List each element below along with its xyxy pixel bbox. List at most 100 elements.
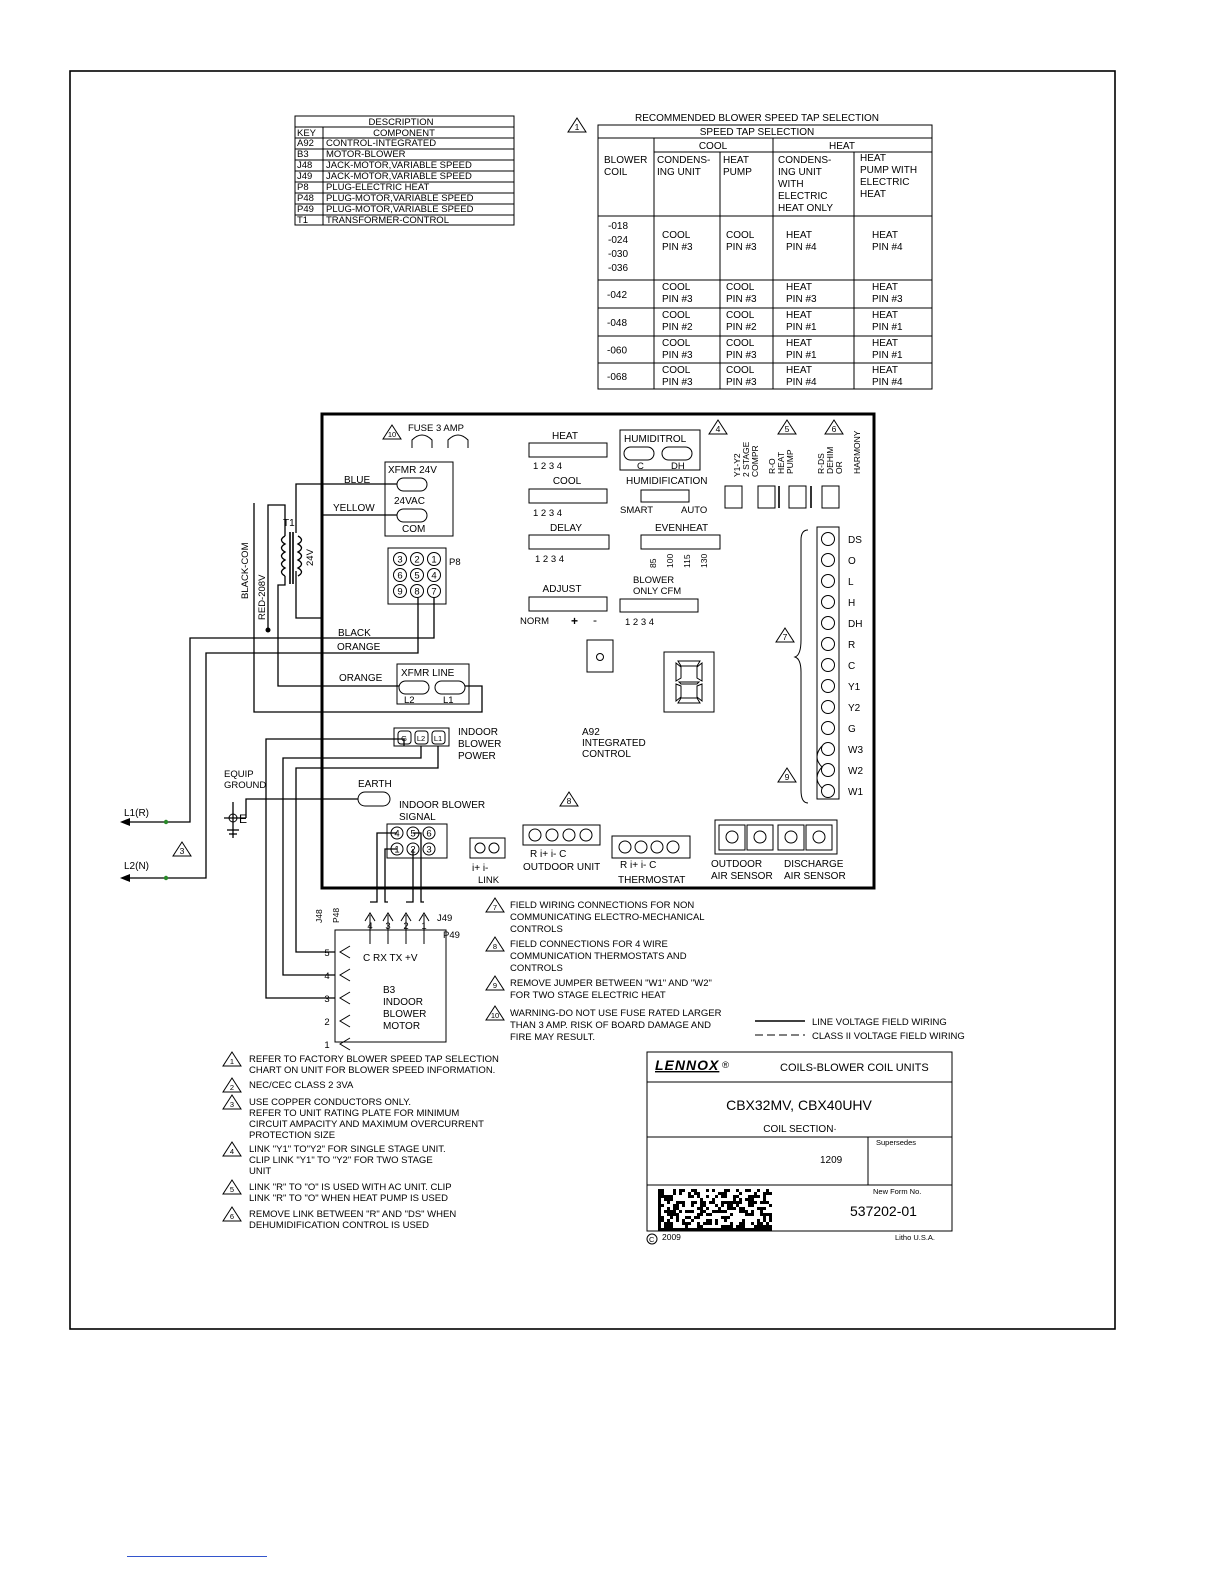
speed-col-header: HEAT bbox=[723, 155, 749, 166]
barcode-cell bbox=[715, 1228, 718, 1231]
p8-pin-number: 4 bbox=[431, 571, 436, 582]
barcode-cell bbox=[664, 1225, 667, 1228]
indoor-power-label-3: POWER bbox=[458, 751, 496, 762]
note-marker-icon bbox=[485, 1005, 505, 1021]
p8-pin bbox=[427, 552, 441, 566]
terminal-screw bbox=[821, 574, 835, 588]
barcode-cell bbox=[706, 1213, 709, 1216]
barcode-cell bbox=[751, 1204, 754, 1207]
speed-cell-line1: HEAT bbox=[786, 338, 812, 349]
barcode-cell bbox=[718, 1192, 721, 1195]
fuse-label: FUSE 3 AMP bbox=[408, 423, 464, 434]
barcode-cell bbox=[700, 1204, 703, 1207]
page-border bbox=[69, 70, 1116, 1330]
barcode-cell bbox=[769, 1204, 772, 1207]
barcode-cell bbox=[766, 1228, 769, 1231]
barcode-cell bbox=[661, 1219, 664, 1222]
barcode-cell bbox=[697, 1213, 700, 1216]
barcode-cell bbox=[700, 1213, 703, 1216]
barcode-cell bbox=[721, 1228, 724, 1231]
note-marker-icon bbox=[485, 897, 505, 913]
barcode-cell bbox=[724, 1216, 727, 1219]
motor-pin-arrow-icon bbox=[364, 912, 376, 922]
copyright-c: C bbox=[649, 1235, 655, 1244]
signal-label-2: SIGNAL bbox=[399, 812, 436, 823]
l2-label: L2(N) bbox=[124, 861, 149, 872]
speed-cell-line2: PIN #1 bbox=[872, 322, 903, 333]
evenheat-selector: EVENHEAT 85 100 115 130 bbox=[640, 523, 721, 568]
adjust-label: ADJUST bbox=[543, 584, 582, 595]
v24-label: 24V bbox=[305, 548, 316, 566]
fuse-marker: 10 bbox=[388, 430, 396, 439]
speed-row-coil: -036 bbox=[608, 263, 628, 274]
barcode-cell bbox=[667, 1213, 670, 1216]
speed-cell-line1: COOL bbox=[726, 230, 755, 241]
barcode-cell bbox=[700, 1198, 703, 1201]
speed-cell-line1: COOL bbox=[662, 365, 691, 376]
motor-label-3: BLOWER bbox=[383, 1009, 426, 1020]
j49-label: J49 bbox=[437, 913, 452, 924]
barcode-cell bbox=[739, 1192, 742, 1195]
barcode-cell bbox=[769, 1216, 772, 1219]
barcode-cell bbox=[673, 1192, 676, 1195]
barcode-cell bbox=[751, 1201, 754, 1204]
supersedes-date: 1209 bbox=[820, 1155, 843, 1166]
barcode-cell bbox=[679, 1189, 682, 1192]
barcode-cell bbox=[709, 1213, 712, 1216]
barcode-cell bbox=[697, 1207, 700, 1210]
barcode-cell bbox=[664, 1222, 667, 1225]
note-text: REMOVE JUMPER BETWEEN "W1" AND "W2" bbox=[510, 978, 712, 989]
barcode-cell bbox=[691, 1204, 694, 1207]
barcode-cell bbox=[754, 1225, 757, 1228]
warning-marker-icon bbox=[382, 424, 402, 440]
terminal-label: G bbox=[848, 724, 856, 735]
barcode-cell bbox=[742, 1210, 745, 1213]
component-description: PLUG-ELECTRIC HEAT bbox=[326, 182, 429, 193]
barcode-cell bbox=[751, 1198, 754, 1201]
barcode-cell bbox=[673, 1210, 676, 1213]
barcode-cell bbox=[730, 1213, 733, 1216]
cool-selector: COOL 1 2 3 4 bbox=[528, 476, 608, 519]
p8-pin bbox=[393, 568, 407, 582]
motor-top-pin-number: 2 bbox=[403, 921, 408, 932]
barcode-cell bbox=[739, 1225, 742, 1228]
barcode-cell bbox=[760, 1225, 763, 1228]
barcode-cell bbox=[751, 1210, 754, 1213]
speed-row-coil: -018 bbox=[608, 221, 628, 232]
delay-label: DELAY bbox=[550, 523, 582, 534]
barcode-cell bbox=[670, 1210, 673, 1213]
signal-pin-number: 6 bbox=[426, 829, 431, 840]
black-com-label: BLACK-COM bbox=[240, 542, 251, 599]
terminal-label: O bbox=[848, 556, 856, 567]
barcode-cell bbox=[658, 1216, 661, 1219]
speed-cell-line2: PIN #3 bbox=[786, 294, 817, 305]
p8-pin-number: 2 bbox=[414, 555, 419, 566]
barcode-cell bbox=[742, 1228, 745, 1231]
speed-col-header: BLOWER bbox=[604, 155, 647, 166]
terminal-screw bbox=[821, 595, 835, 609]
blower-only-label-2: ONLY CFM bbox=[633, 586, 681, 597]
speed-table-group-cool: COOL bbox=[699, 141, 728, 152]
barcode-cell bbox=[721, 1216, 724, 1219]
barcode-cell bbox=[712, 1201, 715, 1204]
barcode-cell bbox=[763, 1228, 766, 1231]
component-description: PLUG-MOTOR,VARIABLE SPEED bbox=[326, 204, 474, 215]
note-text: LINK "Y1" TO"Y2" FOR SINGLE STAGE UNIT. bbox=[249, 1144, 446, 1155]
l2-arrow-icon bbox=[120, 874, 130, 882]
motor-side-pin-icon bbox=[339, 945, 351, 959]
barcode-cell bbox=[760, 1207, 763, 1210]
terminal-screw bbox=[821, 763, 835, 777]
barcode-cell bbox=[754, 1192, 757, 1195]
barcode-cell bbox=[703, 1228, 706, 1231]
barcode-cell bbox=[697, 1222, 700, 1225]
component-table-header-component: COMPONENT bbox=[373, 128, 435, 139]
component-description: JACK-MOTOR,VARIABLE SPEED bbox=[326, 160, 472, 171]
barcode-cell bbox=[721, 1201, 724, 1204]
barcode-cell bbox=[736, 1201, 739, 1204]
barcode-cell bbox=[694, 1192, 697, 1195]
outdoor-sensor-label-2: AIR SENSOR bbox=[711, 871, 773, 882]
terminal-label: DS bbox=[848, 535, 862, 546]
barcode-cell bbox=[748, 1195, 751, 1198]
seven-segment-display bbox=[663, 651, 715, 713]
